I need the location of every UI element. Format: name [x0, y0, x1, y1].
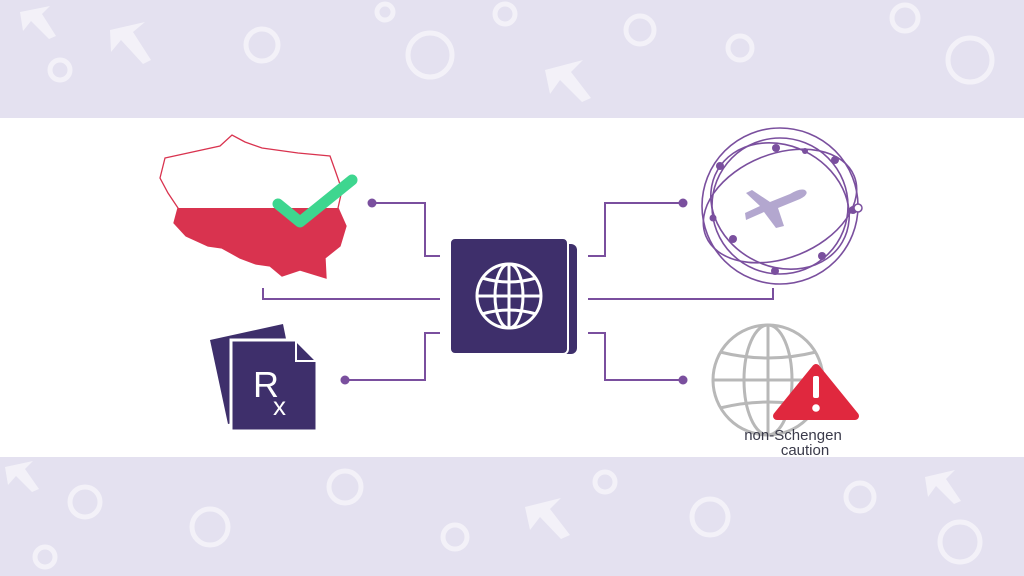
- globe-warning-icon: non-Schengen caution: [711, 323, 859, 457]
- connector-lines: [262, 202, 774, 381]
- caution-label-line2: caution: [781, 442, 829, 457]
- prescription-documents-icon: R x: [210, 324, 319, 433]
- background-pattern-top: [20, 1, 995, 102]
- passport-travel-diagram: R x: [159, 127, 863, 457]
- caution-label-line1: non-Schengen: [744, 427, 842, 444]
- checkmark-icon: [272, 174, 358, 228]
- decorative-band-bottom: [0, 457, 1024, 576]
- decorative-band-top: [0, 0, 1024, 118]
- airplane-orbit-icon: [701, 127, 863, 285]
- diagram-panel: R x: [0, 118, 1024, 457]
- connector-bottom-right: [588, 332, 683, 381]
- endpoint-top-right: [678, 198, 688, 208]
- connector-top-right: [588, 202, 683, 257]
- globe-icon: [475, 262, 543, 330]
- connector-mid-right: [588, 288, 774, 300]
- endpoint-top-left: [367, 198, 377, 208]
- poland-map-icon: [159, 134, 358, 279]
- airplane-icon: [745, 189, 807, 228]
- connector-mid-left: [262, 288, 440, 300]
- endpoint-bottom-left: [340, 375, 350, 385]
- connector-top-left: [372, 202, 440, 257]
- connector-endpoints: [340, 198, 688, 385]
- connector-bottom-left: [345, 332, 440, 381]
- rx-subscript: x: [273, 391, 286, 421]
- endpoint-bottom-right: [678, 375, 688, 385]
- background-pattern-bottom: [5, 461, 983, 570]
- passport-globe-icon: [449, 237, 577, 355]
- rx-symbol: R: [253, 364, 279, 405]
